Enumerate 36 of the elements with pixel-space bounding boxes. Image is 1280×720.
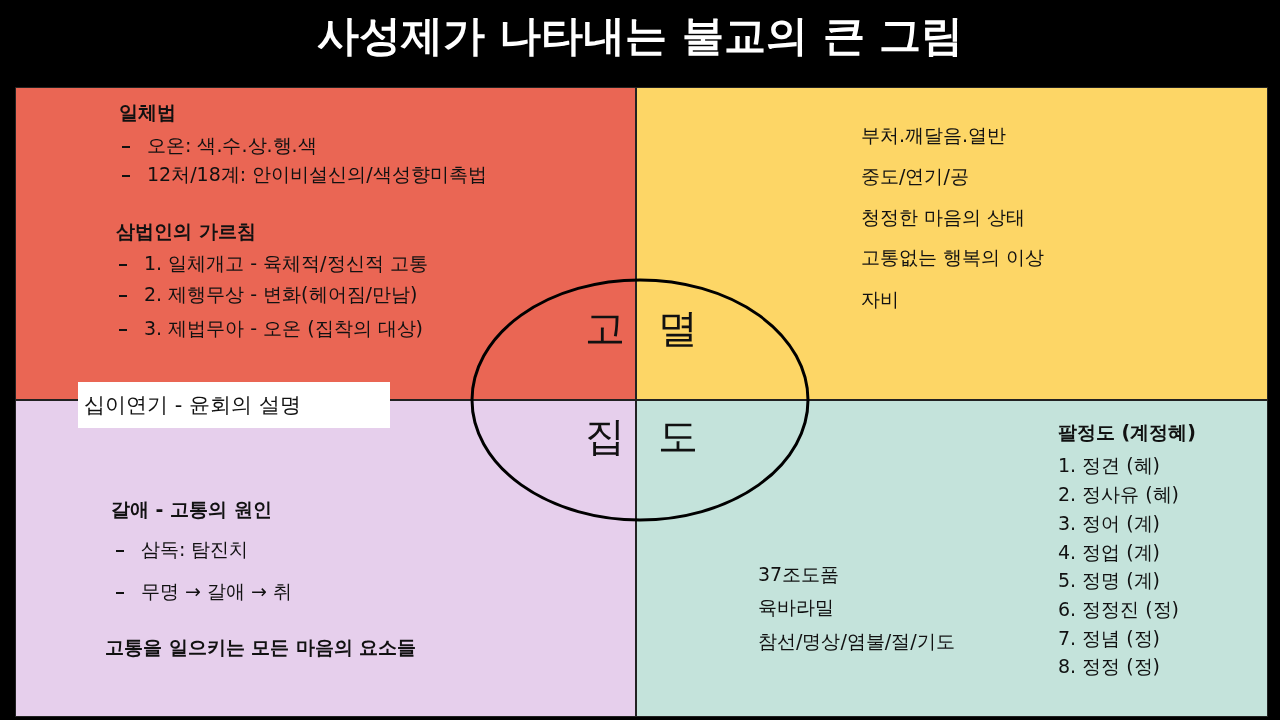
section-heading: 갈애 - 고통의 원인 [111,497,272,521]
text-line: 6. 정정진 (정) [1058,597,1180,621]
quadrant-letter: 집 [585,414,625,458]
quadrant-letter: 멸 [658,306,698,350]
quadrant-letter: 고 [585,306,625,350]
text-line: 1. 정견 (혜) [1058,453,1161,477]
quadrant-letter: 도 [658,414,698,458]
list-item: 삼독: 탐진치 [141,537,249,561]
text-line: 부처.깨달음.열반 [861,123,1007,147]
text-line: 37조도품 [758,562,840,586]
text-line: 고통없는 행복의 이상 [861,245,1045,269]
list-item: 오온: 색.수.상.행.색 [147,133,317,157]
text-line: 4. 정업 (계) [1058,540,1161,564]
list-item: 무명 → 갈애 → 취 [141,579,292,603]
text-line: 청정한 마음의 상태 [861,205,1026,229]
section-heading: 일체법 [119,100,176,124]
title: 사성제가 나타내는 불교의 큰 그림 [315,10,965,62]
section-heading: 삼법인의 가르침 [116,219,256,243]
text-line: 8. 정정 (정) [1058,654,1161,678]
list-item: 1. 일체개고 - 육체적/정신적 고통 [144,251,428,275]
list-item: 2. 제행무상 - 변화(헤어짐/만남) [144,282,418,306]
section-heading: 고통을 일으키는 모든 마음의 요소들 [105,635,417,659]
text-line: 7. 정념 (정) [1058,626,1161,650]
text-line: 5. 정명 (계) [1058,568,1161,592]
text-line: 3. 정어 (계) [1058,511,1161,535]
text-line: 2. 정사유 (혜) [1058,482,1180,506]
list-item: 12처/18계: 안이비설신의/색성향미촉법 [147,162,487,186]
text-line: 참선/명상/염불/절/기도 [758,629,955,653]
text-line: 육바라밀 [758,595,834,619]
section-heading: 팔정도 (계정혜) [1058,420,1196,444]
quadrant-panel [636,400,1268,717]
text-line: 자비 [861,287,899,311]
quadrant-panel [636,87,1268,400]
text-line: 중도/연기/공 [861,164,969,188]
label-box: 십이연기 - 윤회의 설명 [78,382,390,428]
list-item: 3. 제법무아 - 오온 (집착의 대상) [144,316,423,340]
